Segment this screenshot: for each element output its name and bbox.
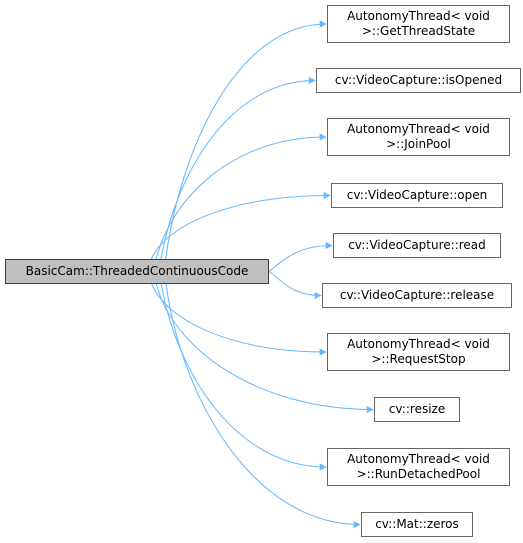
call-edge-2 (155, 133, 327, 260)
call-edge-8 (160, 283, 327, 471)
callee-node-read[interactable]: cv::VideoCapture::read (333, 233, 501, 258)
callee-label-line-1: AutonomyThread< void (347, 122, 490, 136)
call-edge-4 (268, 242, 333, 272)
callee-label: cv::Mat::zeros (375, 517, 459, 531)
callee-node-mat-zeros[interactable]: cv::Mat::zeros (361, 512, 473, 537)
callee-label: cv::VideoCapture::release (339, 288, 495, 302)
callee-node-run-detached-pool[interactable]: AutonomyThread< void >::RunDetachedPool (327, 448, 510, 486)
callee-label-line-1: AutonomyThread< void (347, 337, 490, 351)
call-edge-3 (150, 192, 331, 260)
root-function-label: BasicCam::ThreadedContinuousCode (25, 264, 249, 278)
callee-node-join-pool[interactable]: AutonomyThread< void >::JoinPool (327, 118, 510, 156)
call-edge-9 (165, 283, 361, 528)
callee-label-line-2: >::RequestStop (371, 352, 466, 366)
callee-label-line-1: AutonomyThread< void (347, 452, 490, 466)
callee-node-request-stop[interactable]: AutonomyThread< void >::RequestStop (327, 333, 510, 371)
call-edge-5 (268, 271, 322, 299)
call-edge-6 (151, 283, 327, 356)
callee-label: cv::VideoCapture::read (348, 238, 486, 252)
callee-node-open[interactable]: cv::VideoCapture::open (331, 183, 503, 208)
callee-label: cv::VideoCapture::isOpened (334, 73, 503, 87)
call-edge-0 (165, 20, 327, 260)
call-edge-1 (160, 77, 316, 260)
callee-label: cv::resize (388, 402, 446, 416)
callee-label-line-2: >::RunDetachedPool (356, 467, 481, 481)
call-edge-7 (156, 283, 374, 413)
callee-label: cv::VideoCapture::open (346, 188, 488, 202)
callee-node-is-opened[interactable]: cv::VideoCapture::isOpened (316, 68, 521, 93)
callee-label-line-1: AutonomyThread< void (347, 9, 490, 23)
callee-node-release[interactable]: cv::VideoCapture::release (322, 283, 512, 308)
callee-node-get-thread-state[interactable]: AutonomyThread< void >::GetThreadState (327, 5, 510, 43)
callee-label-line-2: >::JoinPool (386, 137, 451, 151)
callee-node-resize[interactable]: cv::resize (374, 397, 460, 422)
callee-label-line-2: >::GetThreadState (361, 24, 476, 38)
root-function-node: BasicCam::ThreadedContinuousCode (5, 259, 269, 284)
